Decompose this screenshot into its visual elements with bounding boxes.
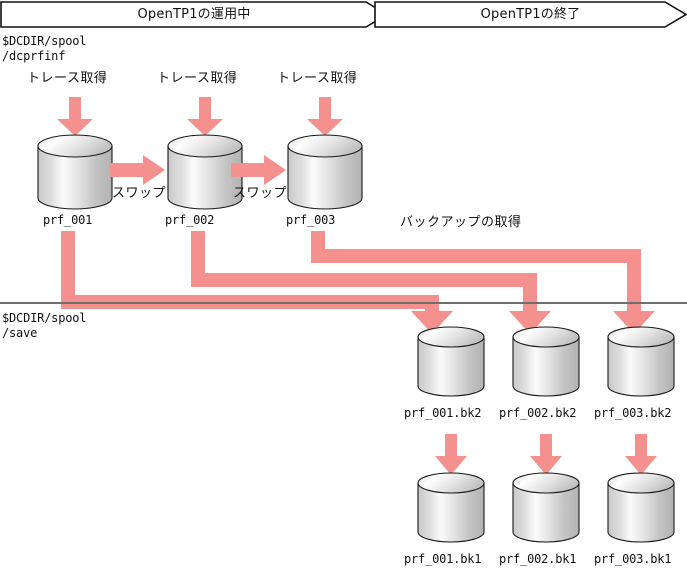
cylinder-prf-002-bk2: [511, 326, 581, 398]
cylinder-prf-002: [166, 134, 244, 210]
section-divider: [0, 302, 687, 304]
cylinder-prf-001: [36, 134, 114, 210]
trace-arrow-down-3: [306, 97, 344, 137]
file-label-prf-002-bk1: prf_002.bk1: [499, 552, 577, 566]
phase-banner-termination: OpenTP1の終了: [374, 1, 687, 28]
swap-label-1: スワップ: [112, 186, 167, 201]
cylinder-prf-003-bk2: [606, 326, 676, 398]
phase-banner-termination-label: OpenTP1の終了: [480, 7, 581, 22]
path-label-dcprfinf-line1: $DCDIR/spool: [2, 34, 87, 48]
backup-connector-prf-002: [191, 231, 571, 335]
file-label-prf-001-bk1: prf_001.bk1: [404, 552, 482, 566]
phase-banner-operating-label: OpenTP1の運用中: [137, 7, 251, 22]
cylinder-prf-003-bk1: [606, 472, 676, 544]
backup-connector-prf-001: [61, 231, 473, 335]
trace-arrow-down-1: [56, 97, 94, 137]
trace-label-1: トレース取得: [27, 71, 108, 86]
path-label-dcprfinf-line2: /dcprfinf: [2, 49, 66, 63]
cylinder-prf-001-bk1: [416, 472, 486, 544]
cylinder-prf-001-bk2: [416, 326, 486, 398]
file-label-prf-001-bk2: prf_001.bk2: [404, 406, 482, 420]
cylinder-prf-003: [286, 134, 364, 210]
file-label-prf-002: prf_002: [165, 213, 215, 227]
swap-arrow-1: [110, 154, 166, 186]
file-label-prf-002-bk2: prf_002.bk2: [499, 406, 577, 420]
backup-acquire-label: バックアップの取得: [400, 215, 522, 230]
trace-label-2: トレース取得: [157, 71, 238, 86]
rotate-arrow-down-1: [434, 434, 468, 476]
phase-banner-operating: OpenTP1の運用中: [0, 1, 388, 28]
file-label-prf-001: prf_001: [43, 213, 93, 227]
path-label-save-line2: /save: [2, 326, 38, 340]
backup-connector-prf-003: [311, 231, 667, 335]
trace-arrow-down-2: [186, 97, 224, 137]
path-label-save-line1: $DCDIR/spool: [2, 311, 87, 325]
file-label-prf-003: prf_003: [286, 213, 336, 227]
cylinder-prf-002-bk1: [511, 472, 581, 544]
file-label-prf-003-bk2: prf_003.bk2: [594, 406, 672, 420]
rotate-arrow-down-2: [529, 434, 563, 476]
file-label-prf-003-bk1: prf_003.bk1: [594, 552, 672, 566]
trace-label-3: トレース取得: [277, 71, 358, 86]
rotate-arrow-down-3: [624, 434, 658, 476]
swap-arrow-2: [231, 154, 287, 186]
swap-label-2: スワップ: [233, 186, 288, 201]
